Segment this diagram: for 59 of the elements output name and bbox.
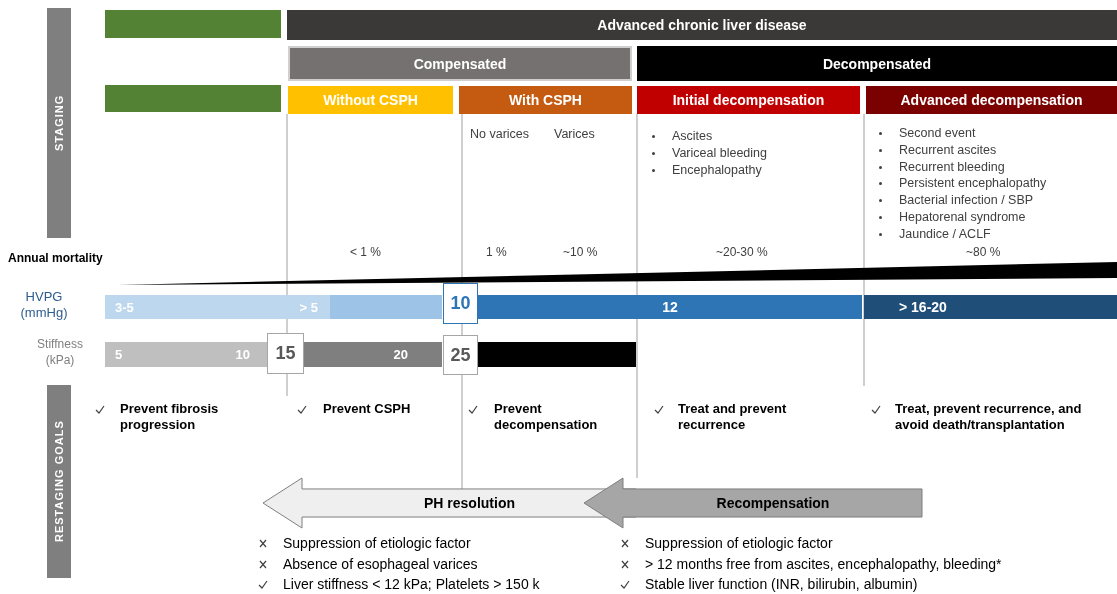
scale-value: 10 [235,347,250,362]
criterion-text: Absence of esophageal varices [283,555,479,572]
bullet-item: Bacterial infection / SBP [877,192,1117,209]
bullet-item: Recurrent bleeding [877,158,1117,175]
scale-bar [330,295,442,319]
scale-value: > 5 [299,299,318,315]
criterion-text: > 12 months free from ascites, encephalopathy, bleeding* [645,555,1003,572]
scale-bar: 12 [478,295,862,319]
stage-bar [105,10,281,38]
scale-bar: > 16-20 [864,295,1117,319]
stage-bar [105,85,281,112]
bullet-item: Ascites [650,128,872,144]
axis-label: Stiffness (kPa) [36,336,84,368]
stage-header: Compensated [288,46,632,81]
mortality-value: ~10 % [563,244,598,260]
bullet-item: Jaundice / ACLF [877,225,1117,242]
scale-bar: 20 [302,342,442,367]
scale-value: 3-5 [115,299,134,315]
mortality-value: ~20-30 % [716,244,768,260]
bullet-item: Recurrent ascites [877,141,1117,158]
mortality-value: ~80 % [966,244,1001,260]
stage-header: Without CSPH [288,86,453,114]
stage-header: With CSPH [459,86,632,114]
scale-bar [478,342,636,367]
stage-header: Initial decompensation [637,86,860,114]
goal-text: Treat and prevent recurrence [678,401,788,433]
scale-bar [105,342,268,367]
arrow-label: PH resolution [424,495,515,511]
criterion-text: Liver stiffness < 12 kPa; Platelets > 150 k [283,576,541,592]
column-subheading: No varices [470,126,530,142]
criterion-text: Suppression of etiologic factor [283,535,472,551]
cutoff-marker: 15 [267,333,304,374]
bullet-item: Variceal bleeding [650,145,872,161]
criterion-text: Suppression of etiologic factor [645,535,834,551]
goal-text: Prevent CSPH [323,401,412,417]
stage-header: Advanced chronic liver disease [287,10,1117,40]
column-subheading: Varices [554,126,595,142]
arrow-label: Recompensation [716,495,830,511]
cutoff-marker: 25 [443,335,478,375]
mortality-value: 1 % [486,244,507,260]
bullet-item: Second event [877,125,1117,141]
mortality-value: < 1 % [350,244,382,260]
cutoff-marker: 10 [443,283,478,324]
criterion-text: Stable liver function (INR, bilirubin, albumin) [645,576,919,592]
bullet-item: Hepatorenal syndrome [877,209,1117,225]
bullet-item: Encephalopathy [650,162,872,178]
stage-header: Advanced decompensation [866,86,1117,114]
scale-value: 5 [115,347,123,362]
bullet-item: Persistent encephalopathy [877,175,1117,192]
goal-text: Prevent decompensation [494,401,599,433]
section-band: STAGING [47,8,71,238]
goal-text: Prevent fibrosis progression [120,401,220,433]
left-arrow [583,477,923,529]
section-band: RESTAGING GOALS [47,385,71,578]
scale-bar [105,295,330,319]
stage-header: Decompensated [637,46,1117,81]
goal-text: Treat, prevent recurrence, and avoid death/transplantation [895,401,1083,433]
row-heading: Annual mortality [8,250,103,266]
axis-label: HVPG (mmHg) [19,289,69,321]
